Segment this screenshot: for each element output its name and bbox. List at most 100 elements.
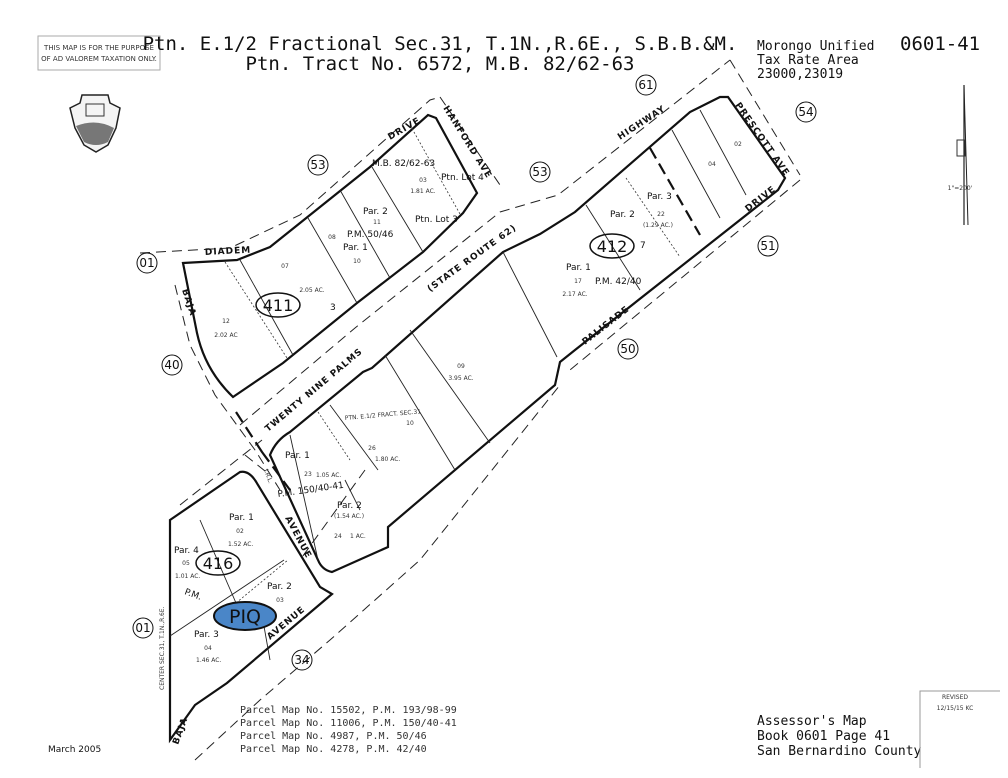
parcel-map-ref: P.M. 50/46 (347, 230, 394, 240)
parcel-acreage: 1.46 AC. (196, 657, 221, 664)
tax-rate-area-label: Tax Rate Area (757, 53, 859, 68)
center-section-label: CENTER SEC.31, T.1N.,R.6E. (159, 606, 166, 690)
svg-text:53: 53 (310, 158, 325, 172)
lot-label: Ptn. Lot 3 (415, 215, 458, 225)
parcel-label: Par. 2 (267, 582, 292, 592)
parcel-map-ref-3: Parcel Map No. 4987, P.M. 50/46 (240, 731, 427, 742)
adjacent-page-53-east: 53 (529, 161, 551, 183)
road-baja-north: BAJA (179, 288, 197, 318)
property-in-question-marker[interactable]: PIQ (213, 601, 277, 631)
parcel-label: Par. 4 (174, 546, 199, 556)
parcel-map-ref-1: Parcel Map No. 15502, P.M. 193/98-99 (240, 705, 457, 716)
svg-text:61: 61 (638, 78, 653, 92)
block-411-lot-lines (224, 124, 461, 359)
parcel-label: Par. 1 (285, 451, 310, 461)
road-diadem-drive: DRIVE (387, 116, 423, 143)
parcel-number: 02 (734, 141, 742, 148)
parcel-acreage: 1.81 AC. (410, 188, 435, 195)
parcel-number: 03 (276, 597, 284, 604)
svg-text:50: 50 (620, 342, 635, 356)
parcel-label: Par. 3 (647, 192, 672, 202)
parcel-label: Par. 1 (566, 263, 591, 273)
parcel-number: 10 (406, 420, 414, 427)
parcel-acreage: 1.80 AC. (375, 456, 400, 463)
revised-label: REVISED (942, 694, 968, 701)
parcel-acreage: 2.17 AC. (562, 291, 587, 298)
parcel-acreage: 1.05 AC. (316, 472, 341, 479)
adjacent-page-34: 34 (291, 649, 313, 671)
irl-label: I.R.L. (262, 468, 274, 484)
parcel-number: 26 (368, 445, 376, 452)
taxation-notice: THIS MAP IS FOR THE PURPOSE OF AD VALORE… (37, 35, 161, 71)
svg-text:01: 01 (139, 256, 154, 270)
parcel-number: 23 (304, 471, 312, 478)
parcel-acreage: (1.29 AC.) (643, 222, 673, 229)
parcel-map-ref: P.M. 150/40-41 (277, 481, 344, 500)
block-412-and-central-boundary (268, 95, 787, 574)
school-district: Morongo Unified (757, 39, 874, 54)
book-page-411-label: 411 (263, 296, 294, 315)
block-412-parcels: Par. 1 17 2.17 AC. P.M. 42/40 Par. 2 22 … (562, 141, 742, 298)
parcel-number: 03 (419, 177, 427, 184)
book-page-411: 411 (255, 292, 301, 318)
adjacent-page-51: 51 (757, 235, 779, 257)
county-seal-icon (69, 94, 121, 153)
parcel-map-ref-4: Parcel Map No. 4278, P.M. 42/40 (240, 744, 427, 755)
block-416-parcels: Par. 1 02 1.52 AC. Par. 4 05 1.01 AC. Pa… (174, 513, 292, 664)
map-title-line-2: Ptn. Tract No. 6572, M.B. 82/62-63 (246, 53, 635, 75)
svg-text:34: 34 (294, 653, 309, 667)
block-416-lot-lines (169, 519, 289, 661)
block-411-parcels: 12 2.02 AC 07 2.05 AC. 3 08 P.M. 50/46 P… (214, 159, 484, 339)
footer-title: Assessor's Map (757, 714, 867, 729)
tract-map-ref: M.B. 82/62-63 (372, 159, 435, 169)
parcel-acreage: 3.95 AC. (448, 375, 473, 382)
parcel-label: Par. 2 (610, 210, 635, 220)
map-title-line-1: Ptn. E.1/2 Fractional Sec.31, T.1N.,R.6E… (143, 33, 738, 55)
book-page-416-label: 416 (203, 554, 234, 573)
parcel-number: 12 (222, 318, 230, 325)
parcel-number: 24 (334, 533, 342, 540)
svg-text:54: 54 (798, 105, 813, 119)
parcel-acreage: 1.01 AC. (175, 573, 200, 580)
footer-book-page: Book 0601 Page 41 (757, 729, 890, 744)
parcel-map-ref: P.M. (183, 587, 203, 602)
parcel-number: 11 (373, 219, 381, 226)
block-411-boundary (181, 113, 479, 399)
parcel-label: Par. 1 (343, 243, 368, 253)
parcel-number: 05 (182, 560, 190, 567)
lot-number: 3 (330, 303, 336, 313)
parcel-number: 08 (328, 234, 336, 241)
parcel-acreage: (1.54 AC.) (334, 513, 364, 520)
parcel-number: 04 (204, 645, 212, 652)
road-state-route-62: (STATE ROUTE 62) (426, 223, 519, 294)
scale-label: 1"=200' (948, 185, 973, 192)
adjacent-page-01-north: 01 (136, 252, 158, 274)
svg-text:51: 51 (760, 239, 775, 253)
block-416-boundary (168, 470, 334, 744)
parcel-number: 07 (281, 263, 289, 270)
svg-text:40: 40 (164, 358, 179, 372)
piq-label: PIQ (229, 606, 261, 628)
central-lot-lines (289, 109, 747, 561)
parcel-map-ref: P.M. 42/40 (595, 277, 642, 287)
book-page-412: 412 (589, 233, 635, 259)
adjacent-page-01-south: 01 (132, 617, 154, 639)
parcel-number: 04 (708, 161, 716, 168)
tax-rate-area-codes: 23000,23019 (757, 67, 843, 82)
svg-text:01: 01 (135, 621, 150, 635)
scale-bar: 1"=200' (948, 84, 973, 226)
parcel-acreage: 1.52 AC. (228, 541, 253, 548)
parcel-number: 22 (657, 211, 665, 218)
map-date: March 2005 (48, 745, 101, 755)
road-prescott-drive: DRIVE (744, 184, 778, 214)
adjacent-page-61: 61 (635, 74, 657, 96)
parcel-number: 09 (457, 363, 465, 370)
map-number: 0601-41 (900, 33, 980, 55)
revision-box: REVISED 12/15/15 KC (919, 690, 1000, 768)
adjacent-page-references: 01 40 53 53 61 54 51 50 01 34 (132, 74, 817, 671)
adjacent-page-53-west: 53 (307, 154, 329, 176)
lot-number: 7 (640, 241, 646, 251)
revised-date: 12/15/15 KC (937, 705, 974, 712)
parcel-acreage: 2.02 AC (214, 332, 237, 339)
book-page-416: 416 (195, 550, 241, 576)
